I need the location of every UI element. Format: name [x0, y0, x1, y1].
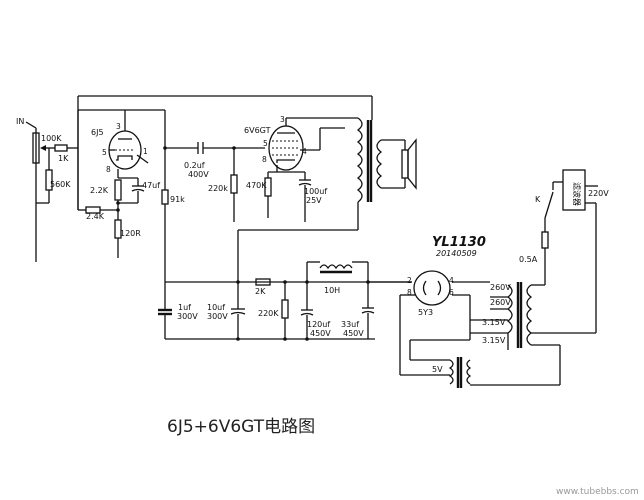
resistor-220k-bleeder: [281, 299, 289, 319]
rectifier-5y3: [413, 270, 451, 306]
c-100uf-volt: 25V: [306, 196, 322, 205]
volume-pot: [32, 132, 40, 164]
sec-3-15v-1: 3.15V: [482, 318, 506, 327]
r-560k-label: 560K: [50, 180, 71, 189]
output-transformer: [356, 117, 383, 203]
r-91k-label: 91k: [170, 195, 185, 204]
c-33uf-label: 33uf: [341, 320, 359, 329]
model-label: YL1130: [432, 235, 486, 250]
fuse-0-5a: [541, 231, 549, 249]
r-pin-6: 6: [449, 288, 454, 297]
r-2-4k-label: 2.4K: [86, 212, 105, 221]
date-label: 20140509: [436, 249, 477, 258]
resistor-2-2k: [114, 179, 122, 201]
switch-label: K: [535, 195, 541, 204]
sec-5v: 5V: [432, 365, 443, 374]
input-wiring: [25, 121, 37, 255]
c-10uf-volt: 300V: [207, 312, 228, 321]
power-transformer: [506, 282, 533, 348]
v2-pin-grid: 5: [263, 139, 268, 148]
c-10uf-label: 10uf: [207, 303, 225, 312]
c-47uf-label: 47uf: [142, 181, 160, 190]
v1-pin-grid: 5: [102, 148, 107, 157]
junctions: [116, 146, 370, 341]
cap-100uf-bottom: [298, 182, 312, 186]
c-1uf-label: 1uf: [178, 303, 191, 312]
line-filter: [562, 169, 586, 211]
resistor-91k: [161, 189, 169, 205]
c-120uf-label: 120uf: [307, 320, 330, 329]
c-33uf-volt: 450V: [343, 329, 364, 338]
resistor-1k: [54, 144, 68, 152]
v1-pin-plate: 3: [116, 122, 121, 131]
cap-47uf-bottom: [131, 188, 145, 192]
v1-pin-heater: 1: [143, 147, 148, 156]
v1-pin-cathode: 8: [106, 165, 111, 174]
choke-10h: [319, 264, 353, 270]
c-1uf-volt: 300V: [177, 312, 198, 321]
pot-wiper-arrow: [40, 145, 46, 151]
choke-label: 10H: [324, 286, 340, 295]
tube-6v6gt: [268, 125, 304, 171]
rectifier-label: 5Y3: [418, 308, 433, 317]
switch-k: [544, 191, 554, 219]
r-2-2k-label: 2.2K: [90, 186, 109, 195]
v2-pin-cathode: 8: [262, 155, 267, 164]
r-pin-2: 2: [407, 276, 412, 285]
mains-label: 220V: [588, 189, 609, 198]
input-label: IN: [16, 117, 24, 126]
c-120uf-volt: 450V: [310, 329, 331, 338]
c-0-2uf-volt: 400V: [188, 170, 209, 179]
r-pin-8: 8: [407, 288, 412, 297]
watermark: www.tubebbs.com: [556, 487, 639, 497]
tube-6v6gt-label: 6V6GT: [244, 126, 271, 135]
pot-label: 100K: [41, 134, 62, 143]
sec-260v-1: 260V: [490, 283, 511, 292]
resistor-220k-grid: [230, 174, 238, 194]
speaker-icon: [401, 138, 417, 190]
fuse-label: 0.5A: [519, 255, 538, 264]
r-220k-bleeder-label: 220K: [258, 309, 279, 318]
r-pin-4: 4: [449, 276, 454, 285]
filament-transformer: [448, 357, 472, 388]
page-title: 6J5+6V6GT电路图: [167, 417, 315, 437]
ground-lines: [35, 210, 306, 262]
r-2k-label: 2K: [255, 287, 266, 296]
r-220k-label: 220k: [208, 184, 228, 193]
resistor-2k: [255, 278, 271, 286]
v2-pin-plate: 3: [280, 115, 285, 124]
filter-label: 滤波器: [572, 182, 582, 206]
c-100uf-label: 100uf: [304, 187, 327, 196]
v2-pin-screen: 4: [302, 147, 307, 156]
r-470k-label: 470K: [246, 181, 267, 190]
sec-3-15v-2: 3.15V: [482, 336, 506, 345]
tube-6j5-label: 6J5: [91, 128, 104, 137]
sec-260v-2: 260V: [490, 298, 511, 307]
r-120r-label: 120R: [120, 229, 141, 238]
r-1k-label: 1K: [58, 154, 69, 163]
c-0-2uf-label: 0.2uf: [184, 161, 205, 170]
